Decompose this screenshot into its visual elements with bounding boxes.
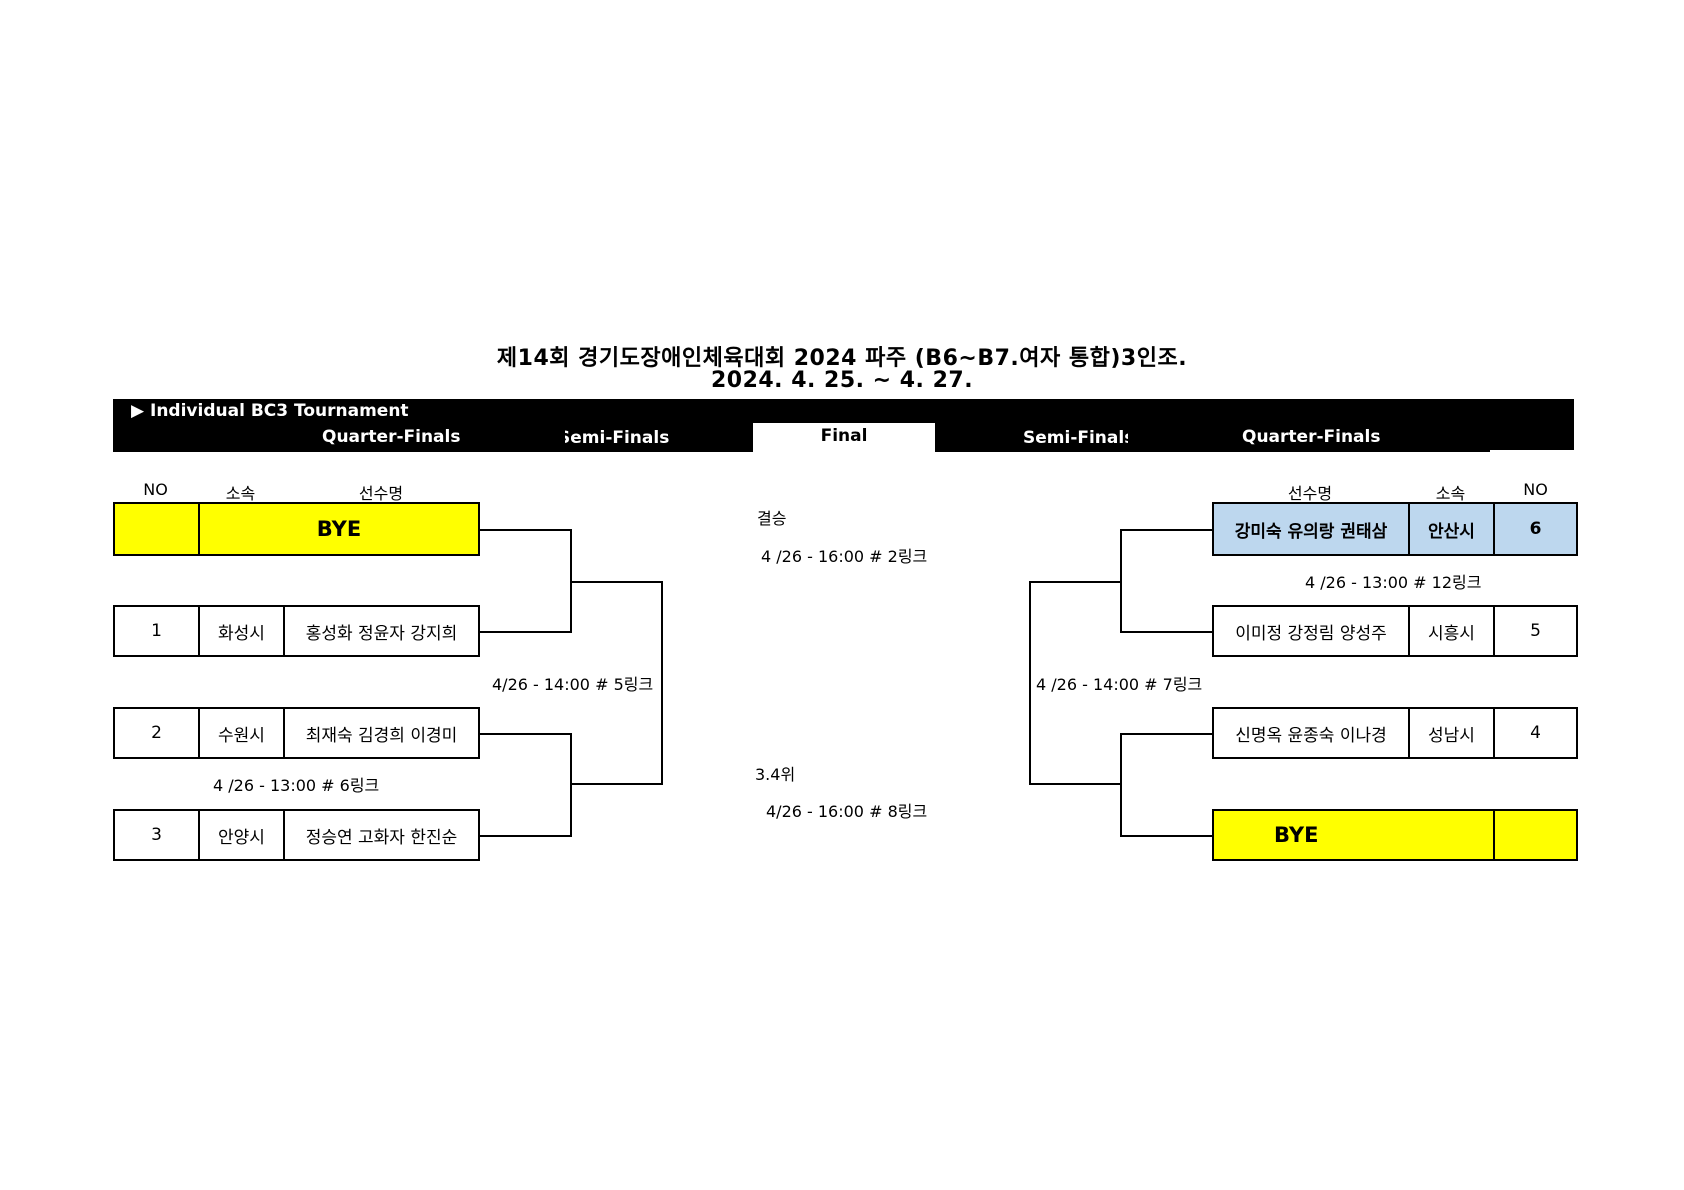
left-entry-3-players: 최재숙 김경희 이경미 [283,707,480,759]
left-quarter-finals-label: Quarter-Finals [322,427,461,447]
right-entry-4-bye: BYE [1212,809,1410,861]
right-line-7 [1120,733,1122,837]
left-entry-4-players: 정승연 고화자 한진순 [283,809,480,861]
right-line-4 [1029,581,1122,583]
left-entry-1-no [113,502,200,556]
right-entry-1-no: 6 [1493,502,1578,556]
left-entry-4-affiliation: 안양시 [198,809,285,861]
right-entry-3-no: 4 [1493,707,1578,759]
left-line-2 [480,631,572,633]
left-entry-1-bye: BYE [198,502,480,556]
left-entry-2-no: 1 [113,605,200,657]
header-gap [1490,450,1574,452]
right-entry-2-affiliation: 시흥시 [1408,605,1495,657]
right-col-players: 선수명 [1287,484,1333,503]
header-band [113,399,1574,423]
left-col-affiliation: 소속 [225,484,256,503]
left-line-9 [661,581,663,785]
right-line-8 [1029,783,1122,785]
tournament-label: ▶ Individual BC3 Tournament [131,401,409,421]
right-col-no: NO [1523,480,1548,499]
right-line-9 [1029,581,1031,785]
left-line-8 [570,783,663,785]
right-entry-3-affiliation: 성남시 [1408,707,1495,759]
left-entry-3-no: 2 [113,707,200,759]
right-entry-1-players: 강미숙 유의랑 권태삼 [1212,502,1410,556]
third-place-time: 4/26 - 16:00 # 8링크 [766,802,928,821]
final-label: Final [820,426,868,446]
right-line-1 [1120,529,1212,531]
left-semi-finals-label: Semi-Finals [565,428,670,448]
left-line-1 [480,529,572,531]
right-entry-4-no [1493,809,1578,861]
right-entry-1-affiliation: 안산시 [1408,502,1495,556]
left-entry-4-no: 3 [113,809,200,861]
final-time: 4 /26 - 16:00 # 2링크 [761,547,928,566]
right-semi-finals-wrap: Semi-Finals [1023,423,1128,452]
right-line-5 [1120,733,1212,735]
right-entry-4-affiliation [1408,809,1495,861]
third-place-label: 3.4위 [755,765,796,784]
final-label-text: 결승 [757,509,787,528]
left-col-no: NO [143,480,168,499]
left-qf-time: 4 /26 - 13:00 # 6링크 [213,776,380,795]
left-line-5 [480,733,572,735]
date-range: 2024. 4. 25. ~ 4. 27. [710,368,974,393]
header-band-left [113,423,753,452]
right-semi-finals-label: Semi-Finals [1023,428,1128,448]
right-qf-time: 4 /26 - 13:00 # 12링크 [1305,573,1482,592]
page-title: 제14회 경기도장애인체육대회 2024 파주 (B6~B7.여자 통합)3인조… [496,346,1188,371]
right-sf-time: 4 /26 - 14:00 # 7링크 [1036,675,1203,694]
header-band-right [935,423,1574,452]
left-entry-3-affiliation: 수원시 [198,707,285,759]
left-sf-time: 4/26 - 14:00 # 5링크 [492,675,654,694]
left-entry-2-players: 홍성화 정윤자 강지희 [283,605,480,657]
left-line-7 [570,733,572,837]
right-quarter-finals-label: Quarter-Finals [1242,427,1381,447]
right-entry-2-players: 이미정 강정림 양성주 [1212,605,1410,657]
right-line-6 [1120,835,1212,837]
right-entry-3-players: 신명옥 윤종숙 이나경 [1212,707,1410,759]
left-entry-2-affiliation: 화성시 [198,605,285,657]
left-line-4 [570,581,663,583]
left-col-players: 선수명 [358,484,404,503]
left-line-6 [480,835,572,837]
right-line-2 [1120,631,1212,633]
right-entry-2-no: 5 [1493,605,1578,657]
left-semi-finals-wrap: Semi-Finals [565,423,675,452]
right-col-affiliation: 소속 [1435,484,1466,503]
